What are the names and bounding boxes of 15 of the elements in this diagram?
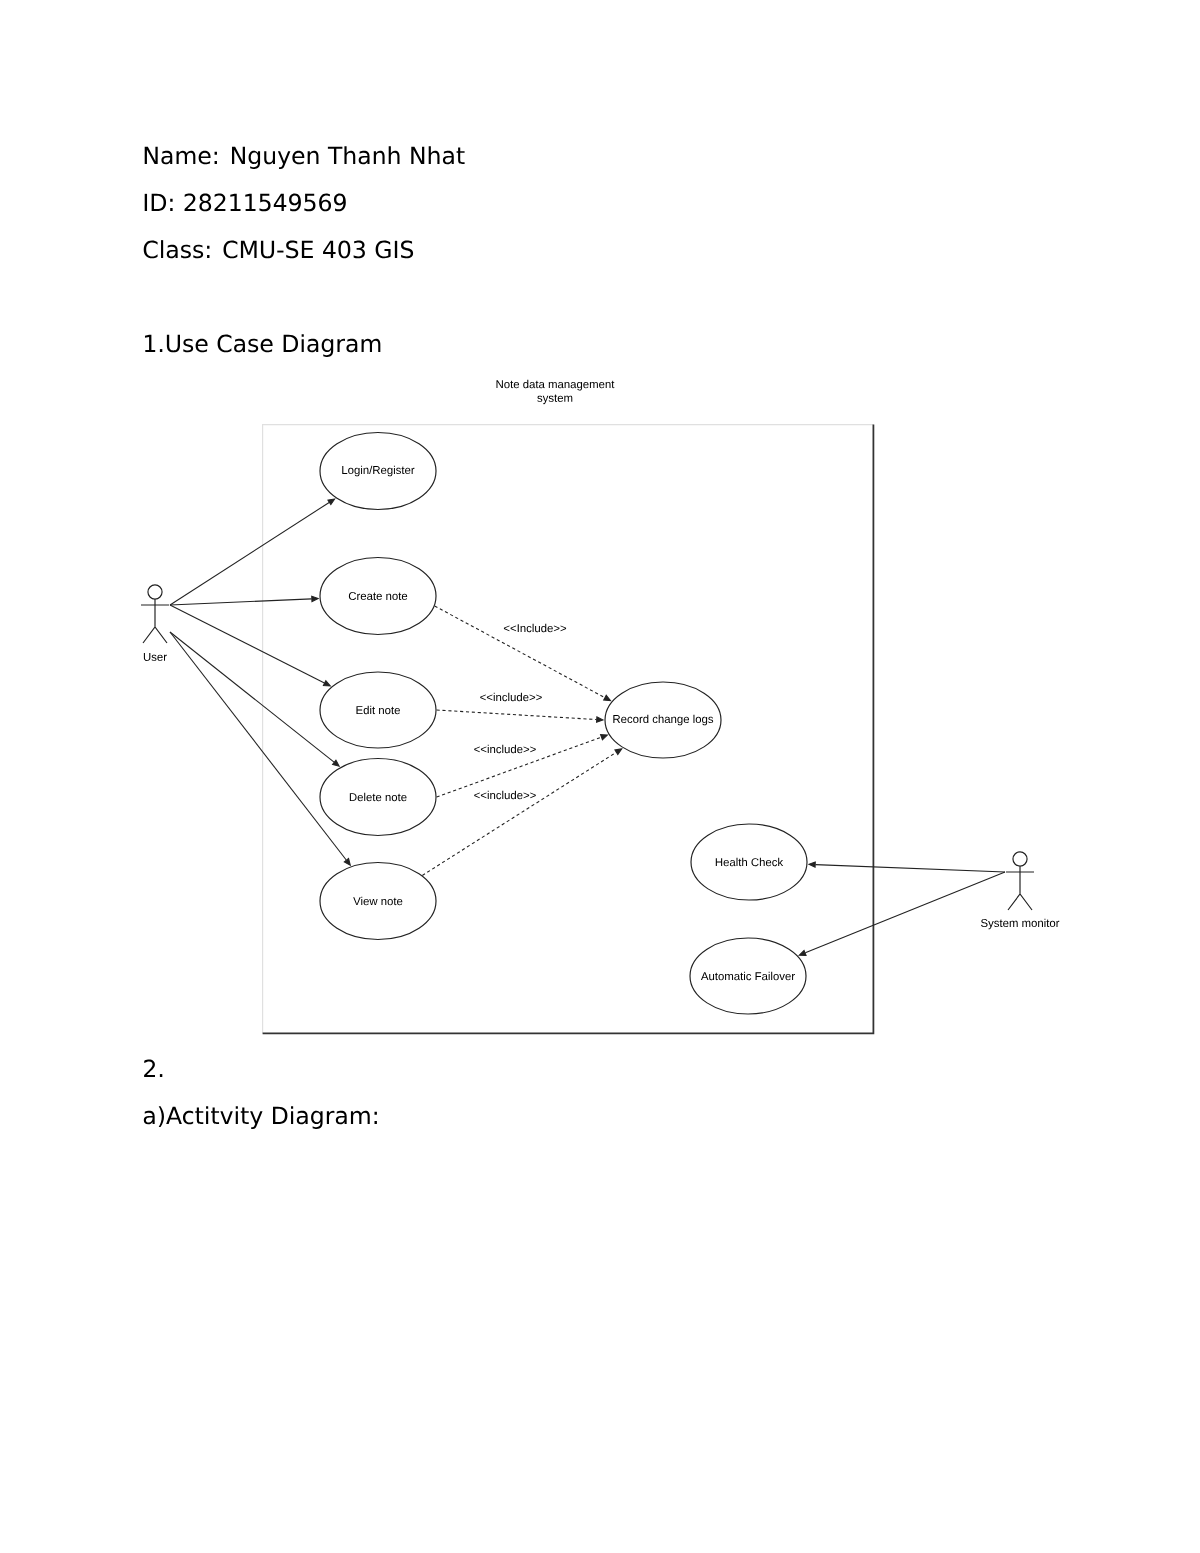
section-heading: 1.Use Case Diagram: [145, 334, 381, 357]
info-text: Class: CMU-SE 403 GIS: [143, 240, 414, 259]
system-title: Note data management system: [496, 379, 615, 405]
edge-label: <<include>>: [477, 690, 545, 704]
edge-label: <<include>>: [471, 788, 539, 802]
section-heading: 2.: [144, 1059, 163, 1077]
arrow: [169, 498, 336, 606]
info-text: ID: 28211549569: [144, 193, 346, 212]
edge-label: <<Include>>: [501, 621, 569, 635]
section-heading: a)Actitvity Diagram:: [143, 1106, 377, 1129]
dashed-arrow: [421, 748, 623, 876]
actor-label: User: [143, 653, 167, 661]
edge-label: <<include>>: [471, 742, 539, 756]
info-text: Name: Nguyen Thanh Nhat: [144, 146, 465, 169]
actor-label: System monitor: [981, 918, 1060, 930]
